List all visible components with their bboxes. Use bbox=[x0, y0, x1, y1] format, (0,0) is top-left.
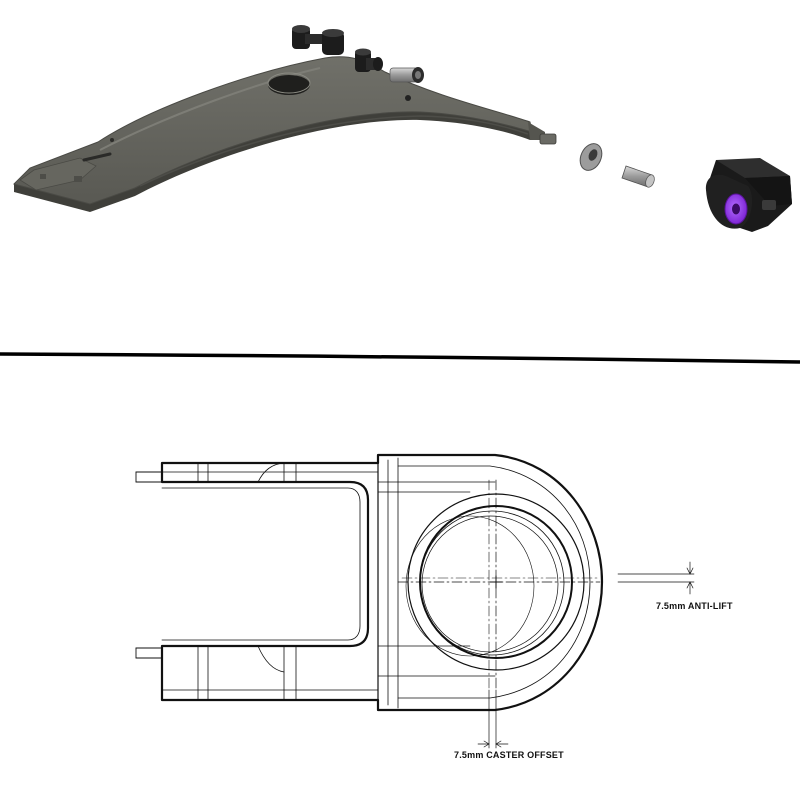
metal-sleeve bbox=[389, 67, 424, 83]
rubber-bushing-2 bbox=[355, 48, 383, 72]
control-arm bbox=[13, 56, 557, 212]
washer bbox=[579, 143, 603, 171]
exploded-view bbox=[13, 25, 792, 232]
caster-offset-dimension bbox=[477, 689, 509, 749]
section-divider bbox=[0, 352, 800, 364]
bracket-outline bbox=[160, 453, 604, 712]
caster-offset-label: 7.5mm CASTER OFFSET bbox=[454, 750, 564, 760]
sleeve bbox=[621, 165, 655, 188]
bushing-bracket bbox=[705, 158, 792, 232]
rubber-bushing-1 bbox=[292, 25, 344, 55]
arm-hole bbox=[268, 75, 310, 95]
anti-lift-dimension bbox=[617, 561, 695, 595]
technical-drawing bbox=[135, 453, 695, 749]
arm-shaft bbox=[539, 133, 557, 145]
anti-lift-label: 7.5mm ANTI-LIFT bbox=[656, 601, 733, 611]
